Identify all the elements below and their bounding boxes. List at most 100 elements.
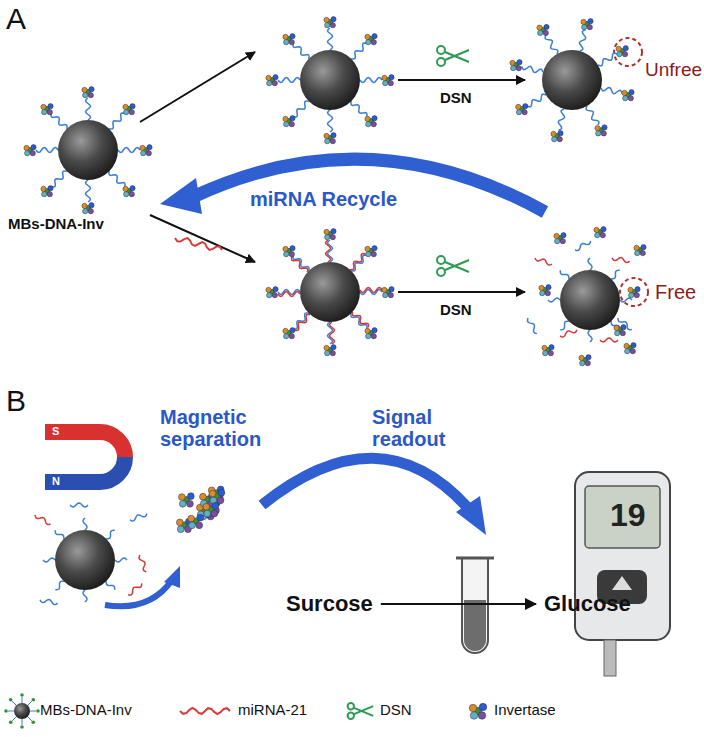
meter-button [612,576,632,590]
invertase [83,209,88,214]
invertase [31,145,36,150]
invertase [596,131,601,136]
dna-strand [522,66,543,72]
legend-icon [9,698,13,702]
invertase [188,515,195,522]
scissors [348,703,354,709]
mirna-strand [139,555,146,572]
invertase [48,186,53,191]
invertase [83,93,88,98]
mirna-strand [330,322,335,344]
invertase [371,122,376,127]
scissors [354,708,373,716]
dna-strand [598,53,617,66]
mirna-strand [128,583,142,595]
arrow [398,291,525,293]
invertase [325,139,330,144]
invertase [557,137,562,142]
invertase [624,343,629,348]
invertase [372,34,377,39]
label: A [6,2,26,35]
invertase [371,252,376,257]
dna-strand [527,94,546,107]
invertase [602,125,607,130]
invertase [290,34,295,39]
invertase [628,96,633,101]
invertase [267,81,272,86]
invertase [543,351,548,356]
legend-icon [12,701,16,705]
legend-icon [36,709,40,713]
invertase [634,245,639,250]
invertase [266,287,271,292]
dna-strand [588,330,592,342]
invertase [42,192,47,197]
invertase [587,25,592,30]
dna-strand [106,581,115,590]
invertase [331,229,336,234]
invertase [372,116,377,121]
dna-strand [548,298,560,302]
dna-strand [43,558,55,562]
mirna-strand [278,292,300,297]
invertase [554,233,559,238]
invertase [561,233,566,238]
dna-strand [106,530,115,539]
mirna-strand [612,258,630,263]
invertase [382,75,387,80]
invertase [372,328,377,333]
label: Magnetic separation [160,406,290,450]
invertase [388,293,393,298]
invertase [289,122,294,127]
invertase [289,252,294,257]
invertase [82,87,87,92]
invertase [580,361,585,366]
legend-icon [22,697,23,703]
legend-icon [28,717,32,721]
invertase [388,81,393,86]
invertase [371,40,376,45]
invertase [42,110,47,115]
invertase [331,133,336,138]
invertase [594,227,599,232]
invertase [283,328,288,333]
dna-strand [588,258,592,270]
legend-icon [28,701,32,705]
invertase [290,116,295,121]
label: B [6,384,26,417]
legend-text: DSN [380,702,412,719]
dna-strand [278,78,300,83]
mirna-strand [352,312,368,328]
invertase [88,93,93,98]
invertase [615,331,620,336]
invertase [176,519,183,526]
legend-icon [20,725,24,729]
dna-strand [293,43,309,59]
meter-display [585,486,660,548]
invertase [635,251,640,256]
arrow [105,580,172,606]
invertase [129,110,134,115]
scissors [348,713,354,719]
arrow [262,458,468,508]
label: Unfree [645,60,702,81]
invertase [147,145,152,150]
invertase [325,235,330,240]
invertase [30,151,35,156]
invertase [82,203,87,208]
scissors [445,50,469,60]
mirna-strand [292,257,308,273]
legend-icon [8,711,14,712]
invertase [560,239,565,244]
dna-strand [83,590,87,602]
scissors [437,268,445,276]
invertase [540,291,545,296]
label: DSN [440,302,472,319]
highlight-circle [614,38,642,66]
dna-strand [360,78,382,83]
invertase [640,251,645,256]
invertase [366,334,371,339]
invertase [41,104,46,109]
invertase [289,40,294,45]
invertase [522,110,527,115]
